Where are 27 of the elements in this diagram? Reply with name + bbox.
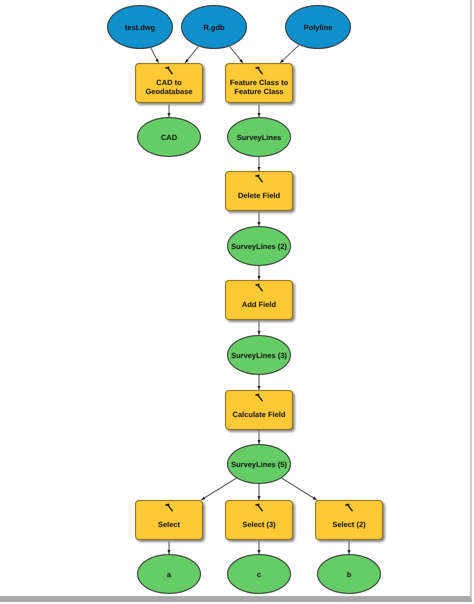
arrow xyxy=(257,540,261,554)
arrow xyxy=(257,374,261,390)
arrow xyxy=(229,46,244,64)
tool-box xyxy=(315,500,383,540)
arrow xyxy=(257,266,261,280)
arrow xyxy=(257,320,261,336)
arrow xyxy=(184,46,199,64)
tool-box xyxy=(225,280,293,320)
arrow xyxy=(200,478,237,500)
tool-box xyxy=(135,63,203,103)
tool-box xyxy=(225,500,293,540)
arrow xyxy=(167,540,171,554)
arrow xyxy=(257,210,261,226)
arrow xyxy=(257,156,261,172)
arrow xyxy=(347,540,351,554)
arrow xyxy=(257,430,261,444)
tool-box xyxy=(225,63,293,103)
arrow xyxy=(150,47,160,64)
arrow xyxy=(281,478,318,500)
tool-box xyxy=(225,390,293,430)
arrow xyxy=(257,102,261,118)
tool-box xyxy=(225,171,293,211)
arrow xyxy=(257,484,261,500)
data-ellipse xyxy=(227,444,291,484)
arrow xyxy=(280,44,300,64)
tool-box xyxy=(135,500,203,540)
arrow xyxy=(167,102,171,118)
